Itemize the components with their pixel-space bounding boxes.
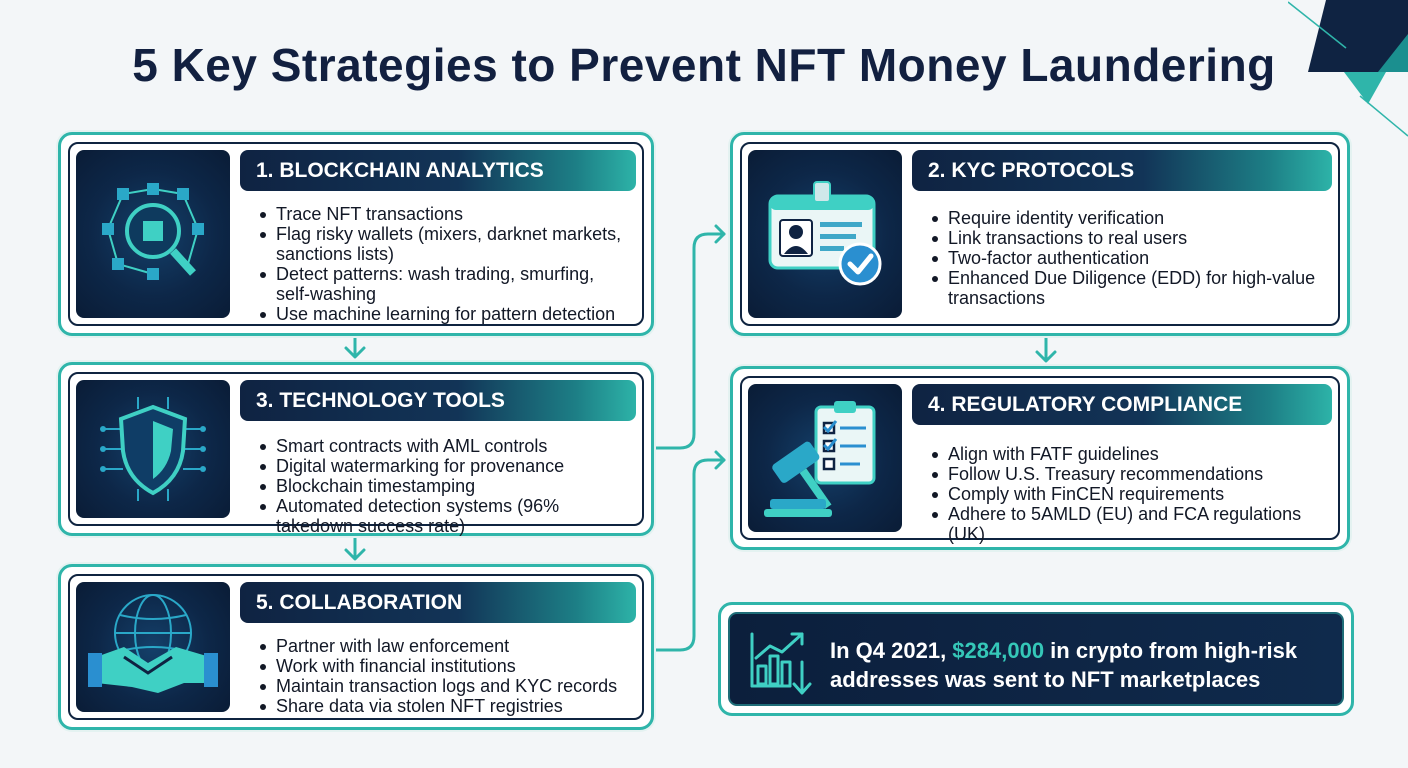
bullet-item: Blockchain timestamping	[258, 476, 632, 496]
bullet-item: Detect patterns: wash trading, smurfing,…	[258, 264, 632, 304]
corner-decoration	[1288, 0, 1408, 137]
bullet-item: Smart contracts with AML controls	[258, 436, 632, 456]
shield-circuit-icon	[76, 380, 230, 518]
card-heading: 1. BLOCKCHAIN ANALYTICS	[240, 150, 636, 191]
bullet-item: Digital watermarking for provenance	[258, 456, 632, 476]
stat-suffix: in crypto from high-risk addresses was s…	[830, 638, 1298, 692]
bullet-item: Align with FATF guidelines	[930, 444, 1328, 464]
card-technology-tools: 3. TECHNOLOGY TOOLS Smart contracts with…	[58, 362, 654, 536]
bullet-list: Trace NFT transactions Flag risky wallet…	[258, 204, 632, 324]
bullet-list: Partner with law enforcement Work with f…	[258, 636, 632, 716]
card-heading: 3. TECHNOLOGY TOOLS	[240, 380, 636, 421]
card-blockchain-analytics: 1. BLOCKCHAIN ANALYTICS Trace NFT transa…	[58, 132, 654, 336]
bullet-item: Comply with FinCEN requirements	[930, 484, 1328, 504]
handshake-globe-icon	[76, 582, 230, 712]
bullet-item: Automated detection systems (96% takedow…	[258, 496, 632, 536]
bullet-item: Use machine learning for pattern detecti…	[258, 304, 632, 324]
bullet-item: Share data via stolen NFT registries	[258, 696, 632, 716]
bullet-list: Align with FATF guidelines Follow U.S. T…	[930, 444, 1328, 544]
stat-amount: $284,000	[952, 638, 1045, 663]
stat-callout: In Q4 2021, $284,000 in crypto from high…	[718, 602, 1354, 716]
bullet-item: Two-factor authentication	[930, 248, 1328, 268]
card-heading: 5. COLLABORATION	[240, 582, 636, 623]
card-heading: 4. REGULATORY COMPLIANCE	[912, 384, 1332, 425]
page-title: 5 Key Strategies to Prevent NFT Money La…	[132, 39, 1276, 91]
card-heading: 2. KYC PROTOCOLS	[912, 150, 1332, 191]
bullet-item: Partner with law enforcement	[258, 636, 632, 656]
card-kyc-protocols: 2. KYC PROTOCOLS Require identity verifi…	[730, 132, 1350, 336]
bullet-item: Enhanced Due Diligence (EDD) for high-va…	[930, 268, 1328, 308]
bullet-item: Trace NFT transactions	[258, 204, 632, 224]
card-collaboration: 5. COLLABORATION Partner with law enforc…	[58, 564, 654, 730]
bullet-item: Adhere to 5AMLD (EU) and FCA regulations…	[930, 504, 1328, 544]
bullet-list: Require identity verification Link trans…	[930, 208, 1328, 308]
card-regulatory-compliance: 4. REGULATORY COMPLIANCE Align with FATF…	[730, 366, 1350, 550]
blockchain-magnifier-icon	[76, 150, 230, 318]
bullet-item: Work with financial institutions	[258, 656, 632, 676]
stat-text: In Q4 2021, $284,000 in crypto from high…	[830, 636, 1330, 694]
bullet-list: Smart contracts with AML controls Digita…	[258, 436, 632, 536]
gavel-checklist-icon	[748, 384, 902, 532]
bullet-item: Maintain transaction logs and KYC record…	[258, 676, 632, 696]
bullet-item: Require identity verification	[930, 208, 1328, 228]
bullet-item: Flag risky wallets (mixers, darknet mark…	[258, 224, 632, 264]
id-card-check-icon	[748, 150, 902, 318]
bullet-item: Follow U.S. Treasury recommendations	[930, 464, 1328, 484]
bullet-item: Link transactions to real users	[930, 228, 1328, 248]
chart-down-icon	[750, 632, 812, 695]
stat-prefix: In Q4 2021,	[830, 638, 953, 663]
